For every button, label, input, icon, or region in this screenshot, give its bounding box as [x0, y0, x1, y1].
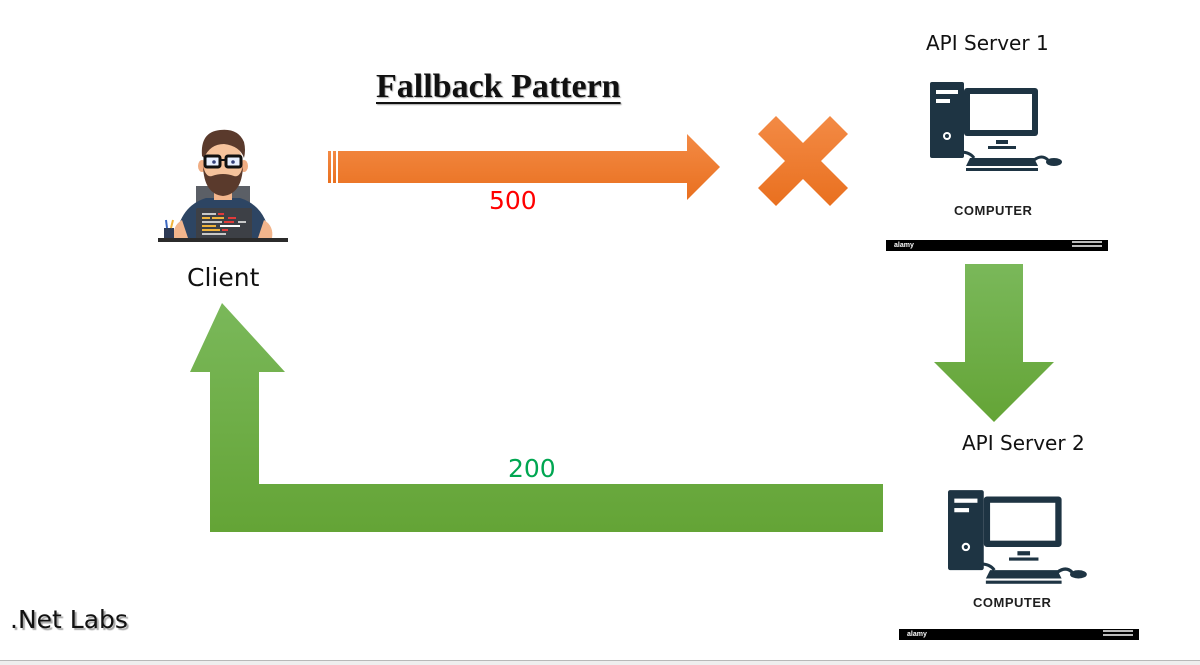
developer-avatar-icon [158, 129, 288, 242]
x-cross-icon [758, 116, 848, 206]
watermark-logo: alamy [907, 631, 927, 638]
computer-icon [930, 82, 1062, 171]
client-label: Client [187, 263, 260, 292]
watermark-fineprint [1103, 630, 1133, 632]
status-code-200: 200 [508, 454, 556, 483]
stock-watermark-bar: alamy [899, 629, 1139, 640]
fallback-arrow-down [934, 264, 1054, 422]
stock-watermark-bar: alamy [886, 240, 1108, 251]
status-code-500: 500 [489, 186, 537, 215]
watermark-logo: alamy [894, 242, 914, 249]
diagram-title: Fallback Pattern [376, 68, 621, 105]
response-arrow-green [190, 303, 883, 532]
watermark-fineprint [1103, 634, 1133, 636]
request-arrow-orange [328, 134, 720, 200]
computer-icon [948, 490, 1087, 584]
bottom-divider [0, 660, 1200, 661]
watermark-fineprint [1072, 241, 1102, 243]
server1-label: API Server 1 [926, 31, 1049, 55]
brand-label: .Net Labs [10, 605, 128, 634]
server1-caption: COMPUTER [954, 203, 1033, 218]
watermark-fineprint [1072, 245, 1102, 247]
server2-label: API Server 2 [962, 431, 1085, 455]
server2-caption: COMPUTER [973, 595, 1052, 610]
bottom-band [0, 661, 1200, 665]
